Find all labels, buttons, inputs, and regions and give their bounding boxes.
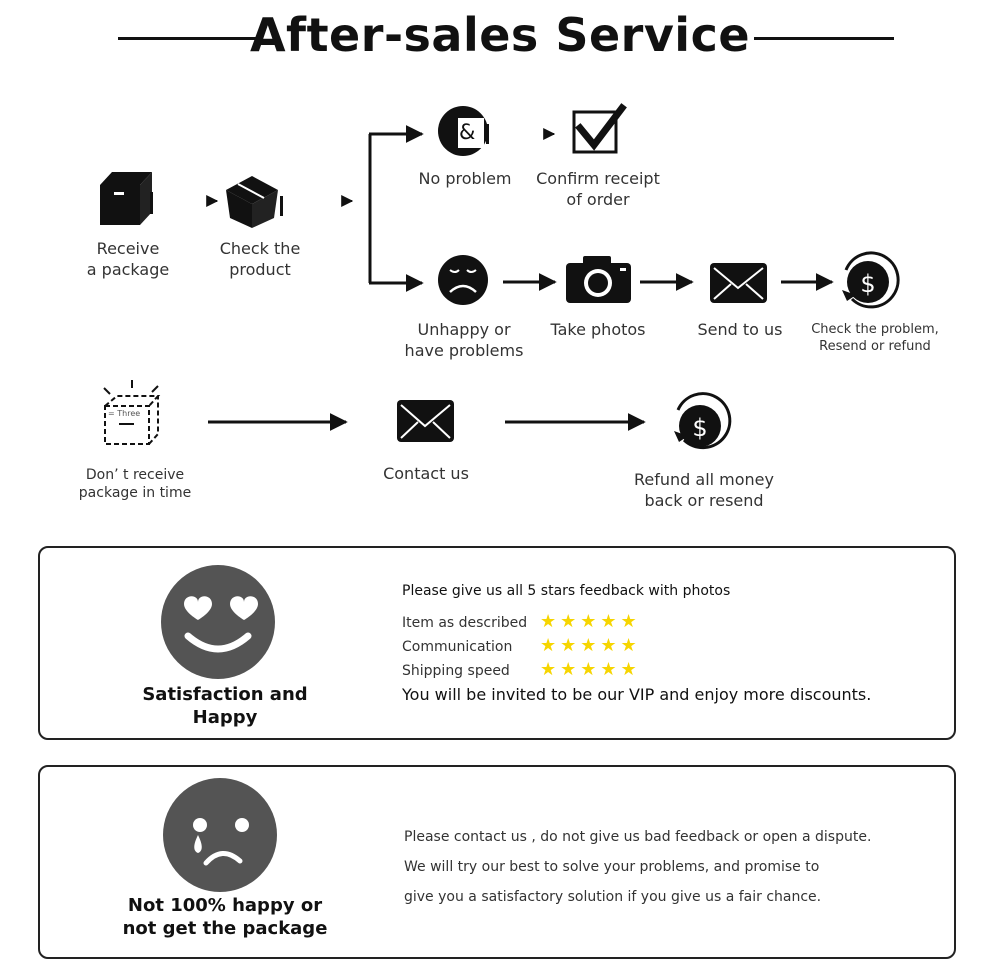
happy-panel: Satisfaction and Happy Please give us al… [38,546,956,740]
sad-text-line: We will try our best to solve your probl… [404,859,820,875]
smile-face-icon [438,106,489,156]
label-receive: Receive a package [86,239,170,279]
five-stars-icon: ★★★★★ [540,611,641,631]
dollar-refund-icon: $ [842,251,900,309]
vip-text: You will be invited to be our VIP and en… [402,685,872,704]
label-unhappy: Unhappy or have problems [404,320,524,360]
sad-text-line: Please contact us , do not give us bad f… [404,829,872,845]
sad-caption: Not 100% happy or not get the package [122,895,328,939]
envelope-icon [710,263,767,303]
feedback-title: Please give us all 5 stars feedback with… [402,583,731,599]
label-send-to-us: Send to us [697,320,783,339]
flow-diagram: $ = Three $ [100,103,900,450]
rating-label: Communication [402,639,513,655]
label-check-product: Check the product [219,239,301,279]
camera-icon [566,256,631,303]
label-take-photos: Take photos [550,320,646,339]
icon-glitch-text: & [459,120,476,144]
checkbox-icon [572,103,627,154]
happy-caption: Satisfaction and Happy [142,684,308,728]
label-confirm-receipt: Confirm receipt of order [536,169,660,209]
open-box-icon [100,172,153,225]
page-title: After-sales Service [249,8,751,62]
crying-face-icon [163,778,277,892]
five-stars-icon: ★★★★★ [540,659,641,679]
sad-text-line: give you a satisfactory solution if you … [404,889,822,905]
title-left-rule [118,37,258,40]
dollar-refund-icon: $ [674,392,732,450]
rating-label: Shipping speed [402,663,510,679]
sad-face-icon [438,255,488,305]
envelope-icon [397,400,454,442]
five-stars-icon: ★★★★★ [540,635,641,655]
svg-text:$: $ [860,270,875,298]
title-right-rule [754,37,894,40]
happy-face-icon [161,565,275,679]
box-icon [226,176,283,228]
label-dont-receive: Don’ t receive package in time [78,467,192,502]
label-check-problem: Check the problem, Resend or refund [811,322,939,354]
label-refund: Refund all money back or resend [633,470,774,510]
dashed-box-icon: = Three [103,380,161,445]
box-tag-text: = Three [108,409,140,418]
svg-text:$: $ [692,414,707,442]
sad-panel: Not 100% happy or not get the package Pl… [38,765,956,959]
rating-label: Item as described [402,615,528,631]
label-no-problem: No problem [418,169,512,188]
label-contact-us: Contact us [383,464,469,483]
